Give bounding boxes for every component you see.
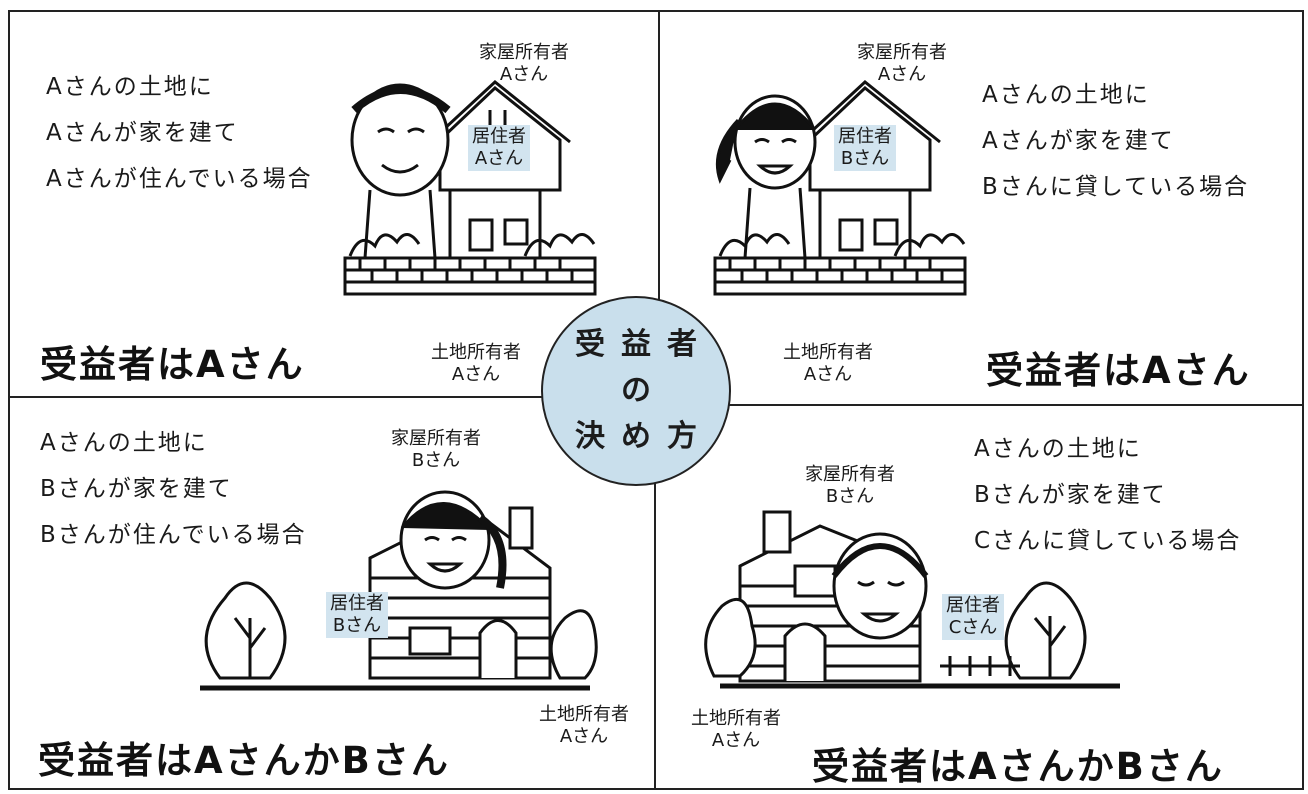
center-title-char	[659, 368, 705, 414]
case-line: Aさんの土地に	[46, 74, 214, 100]
house-owner-label: 家屋所有者 Bさん	[391, 428, 481, 471]
center-title-char: 受	[575, 327, 605, 362]
center-title-char: 者	[667, 327, 697, 362]
house-with-man-illustration	[343, 80, 597, 296]
land-owner-label: 土地所有者 Aさん	[431, 342, 521, 385]
land-owner-label: 土地所有者 Aさん	[691, 708, 781, 751]
beneficiary-result: 受益者はAさんかBさん	[812, 745, 1224, 788]
case-line: Aさんの土地に	[982, 82, 1150, 108]
center-title-char: 益	[621, 327, 651, 362]
resident-label: 居住者 Bさん	[834, 125, 896, 171]
case-line: Aさんが家を建て	[46, 120, 239, 146]
resident-label: 居住者 Aさん	[468, 125, 530, 171]
case-line: Aさんの土地に	[974, 436, 1142, 462]
center-title-char: 決	[575, 419, 605, 454]
resident-label: 居住者 Bさん	[326, 592, 388, 638]
case-line: Bさんが家を建て	[40, 476, 233, 502]
center-title-char: め	[621, 419, 651, 454]
divider-horizontal-right	[658, 404, 1304, 406]
house-owner-label: 家屋所有者 Aさん	[857, 42, 947, 85]
center-title-char: 方	[667, 419, 697, 454]
cottage-with-woman-illustration	[200, 490, 598, 691]
divider-horizontal-left	[8, 396, 658, 398]
house-owner-label: 家屋所有者 Bさん	[805, 464, 895, 507]
case-line: Bさんが家を建て	[974, 482, 1167, 508]
case-description: Aさんの土地に Bさんが家を建て Bさんが住んでいる場合	[40, 420, 307, 558]
cottage-with-elder-illustration	[704, 510, 1120, 689]
case-line: Aさんが住んでいる場合	[46, 166, 313, 192]
case-description: Aさんの土地に Bさんが家を建て Cさんに貸している場合	[974, 426, 1241, 564]
center-title-circle: 受 益 者 の 決 め 方	[541, 296, 731, 486]
case-line: Cさんに貸している場合	[974, 528, 1242, 554]
center-title-char: の	[621, 373, 651, 408]
case-line: Aさんが家を建て	[982, 128, 1175, 154]
beneficiary-result: 受益者はAさんかBさん	[38, 739, 450, 782]
land-owner-label: 土地所有者 Aさん	[783, 342, 873, 385]
divider-vertical-bottom	[654, 404, 656, 790]
house-owner-label: 家屋所有者 Aさん	[479, 42, 569, 85]
diagram-frame	[8, 10, 1304, 790]
case-line: Bさんに貸している場合	[982, 174, 1250, 200]
resident-label: 居住者 Cさん	[942, 594, 1004, 640]
case-line: Aさんの土地に	[40, 430, 208, 456]
house-with-woman-illustration	[713, 80, 967, 296]
divider-vertical-top	[658, 10, 660, 396]
beneficiary-result: 受益者はAさん	[986, 349, 1251, 392]
beneficiary-result: 受益者はAさん	[40, 343, 305, 386]
case-line: Bさんが住んでいる場合	[40, 522, 307, 548]
case-description: Aさんの土地に Aさんが家を建て Aさんが住んでいる場合	[46, 64, 313, 202]
case-description: Aさんの土地に Aさんが家を建て Bさんに貸している場合	[982, 72, 1249, 210]
center-title-char	[567, 368, 613, 414]
land-owner-label: 土地所有者 Aさん	[539, 704, 629, 747]
